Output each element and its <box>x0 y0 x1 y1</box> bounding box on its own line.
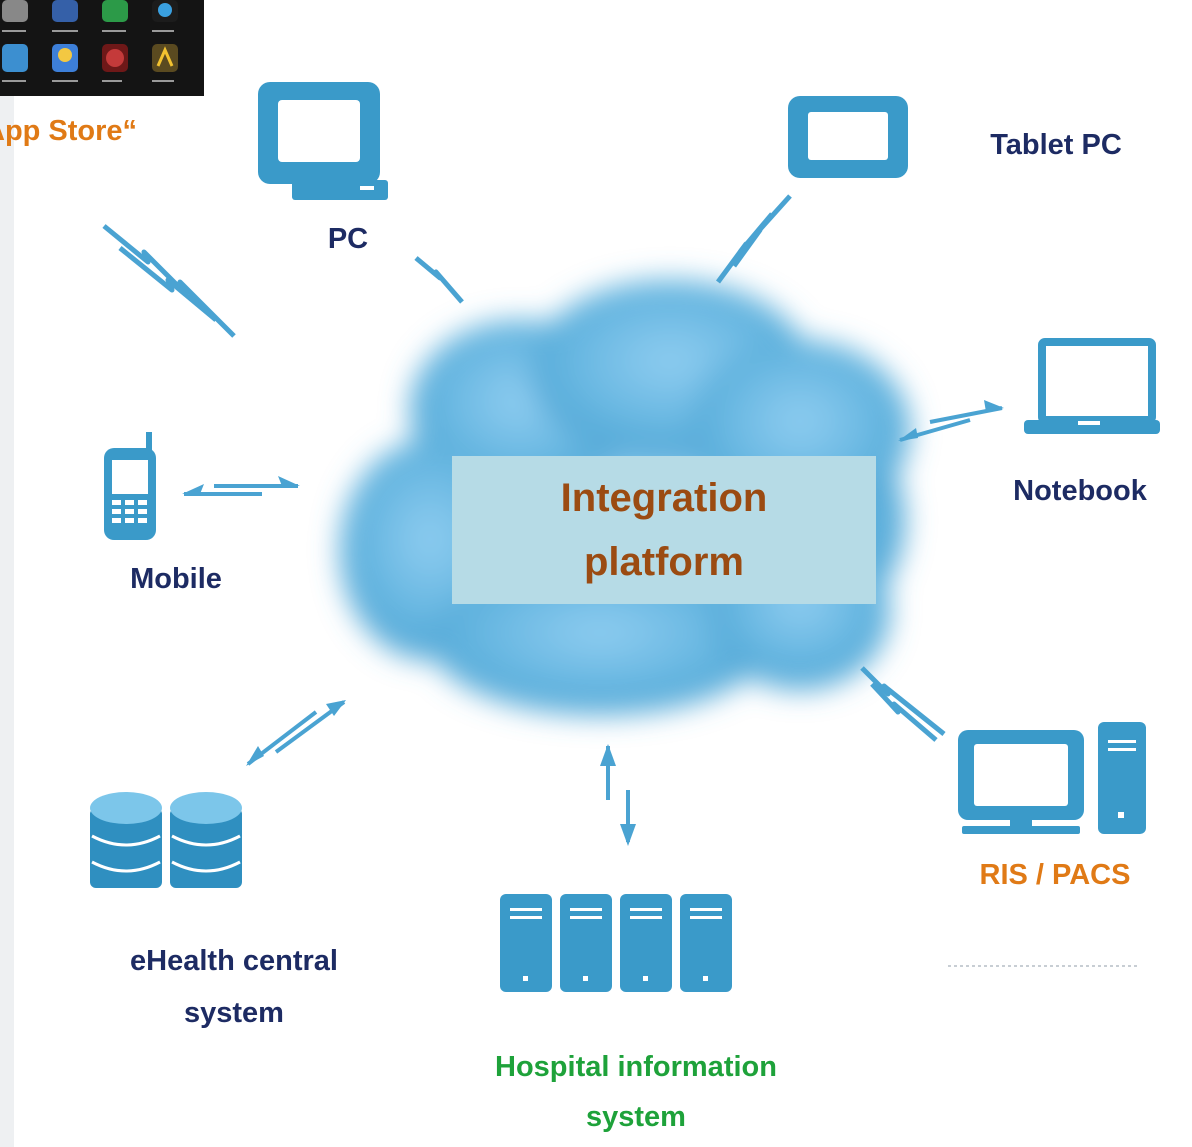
center-title-line1: Integration <box>560 476 768 520</box>
center-title-line2: platform <box>584 540 744 584</box>
app-grid-icon <box>0 0 204 96</box>
workstation-icon <box>958 722 1146 834</box>
desktop-monitor-icon <box>258 82 388 200</box>
server-rack-icon <box>500 894 732 992</box>
his-label-line1: Hospital information <box>495 1051 777 1083</box>
ehealth-label-line2: system <box>184 997 284 1029</box>
bidirectional-arrow-icon <box>182 400 1004 846</box>
mobile-label: Mobile <box>130 563 222 595</box>
tablet-label: Tablet PC <box>990 129 1122 161</box>
lightning-link-icon <box>102 194 946 742</box>
pc-label: PC <box>327 223 369 255</box>
database-icon <box>90 792 242 888</box>
left-strip <box>0 96 14 1147</box>
tablet-icon <box>788 96 908 178</box>
ris-pacs-label: RIS / PACS <box>979 859 1131 891</box>
notebook-label: Notebook <box>1013 475 1147 507</box>
laptop-icon <box>1024 338 1160 434</box>
integration-platform-box: Integration platform <box>452 456 876 604</box>
his-label-line2: system <box>586 1101 686 1133</box>
app-store-label: App Store“ <box>0 115 138 147</box>
mobile-phone-icon <box>104 432 156 540</box>
ehealth-label-line1: eHealth central <box>130 945 338 977</box>
